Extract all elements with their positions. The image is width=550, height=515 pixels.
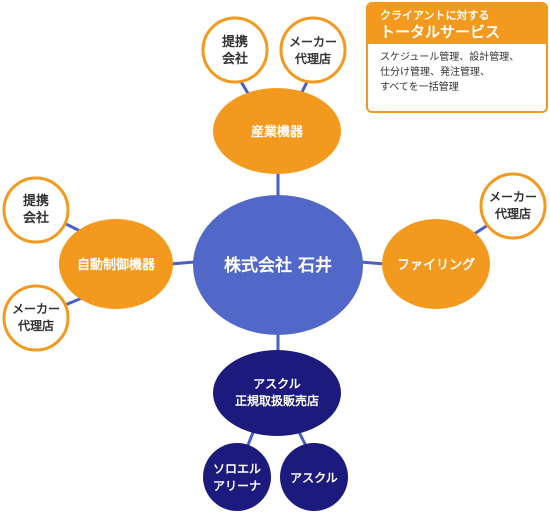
leaf-teikei-left-line1: 提携 xyxy=(23,193,49,209)
callout-header: クライアントに対する トータルサービス xyxy=(368,4,546,44)
leaf-solo-arena-line2: アリーナ xyxy=(213,479,261,493)
leaf-maker-left-line2: 代理店 xyxy=(17,318,54,333)
leaf-maker-left-line1: メーカー xyxy=(12,302,60,316)
leaf-teikei-top: 提携 会社 xyxy=(201,16,269,84)
leaf-maker-top-line1: メーカー xyxy=(289,35,337,49)
leaf-maker-right-line1: メーカー xyxy=(489,190,537,204)
callout-body-line: 仕分け管理、発注管理、 xyxy=(380,67,490,78)
callout-title: トータルサービス xyxy=(380,23,501,41)
hub-filing: ファイリング xyxy=(382,219,490,309)
hub-filing-label: ファイリング xyxy=(397,257,475,273)
leaf-teikei-left: 提携 会社 xyxy=(2,176,70,244)
hub-jido-label: 自動制御機器 xyxy=(77,257,156,273)
connector-center-jido xyxy=(169,260,196,266)
total-service-callout: クライアントに対する トータルサービス スケジュール管理、設計管理、 仕分け管理… xyxy=(366,2,548,113)
leaf-maker-left: メーカー 代理店 xyxy=(2,284,70,352)
hub-jido-seigyo: 自動制御機器 xyxy=(59,219,173,309)
leaf-askul: アスクル xyxy=(280,443,348,511)
leaf-teikei-left-line2: 会社 xyxy=(23,210,49,226)
leaf-maker-right-line2: 代理店 xyxy=(494,206,531,221)
hub-askul-label-line1: アスクル xyxy=(253,377,301,391)
leaf-solo-arena: ソロエル アリーナ xyxy=(203,443,271,511)
leaf-solo-arena-line1: ソロエル xyxy=(213,462,261,476)
callout-body-line: スケジュール管理、設計管理、 xyxy=(380,52,520,63)
callout-body: スケジュール管理、設計管理、 仕分け管理、発注管理、 すべてを一括管理 xyxy=(368,44,546,95)
connector-jido-maker xyxy=(64,296,83,307)
callout-body-line: すべてを一括管理 xyxy=(380,82,459,93)
hub-askul-label-line2: 正規取扱販売店 xyxy=(235,393,319,408)
connector-center-filing xyxy=(359,260,386,266)
leaf-askul-label: アスクル xyxy=(290,471,338,485)
center-label: 株式会社 石井 xyxy=(224,255,332,276)
hub-askul: アスクル 正規取扱販売店 xyxy=(213,350,341,436)
leaf-maker-right: メーカー 代理店 xyxy=(479,172,547,240)
hub-sangyo-label: 産業機器 xyxy=(251,124,304,140)
leaf-maker-top: メーカー 代理店 xyxy=(279,16,347,84)
leaf-teikei-top-line1: 提携 xyxy=(222,34,248,50)
callout-subtitle: クライアントに対する xyxy=(380,9,490,22)
leaf-maker-top-line2: 代理店 xyxy=(294,51,331,66)
leaf-teikei-top-line2: 会社 xyxy=(222,51,248,67)
hub-sangyo-kiki: 産業機器 xyxy=(213,88,341,174)
center-node: 株式会社 石井 xyxy=(193,195,363,335)
